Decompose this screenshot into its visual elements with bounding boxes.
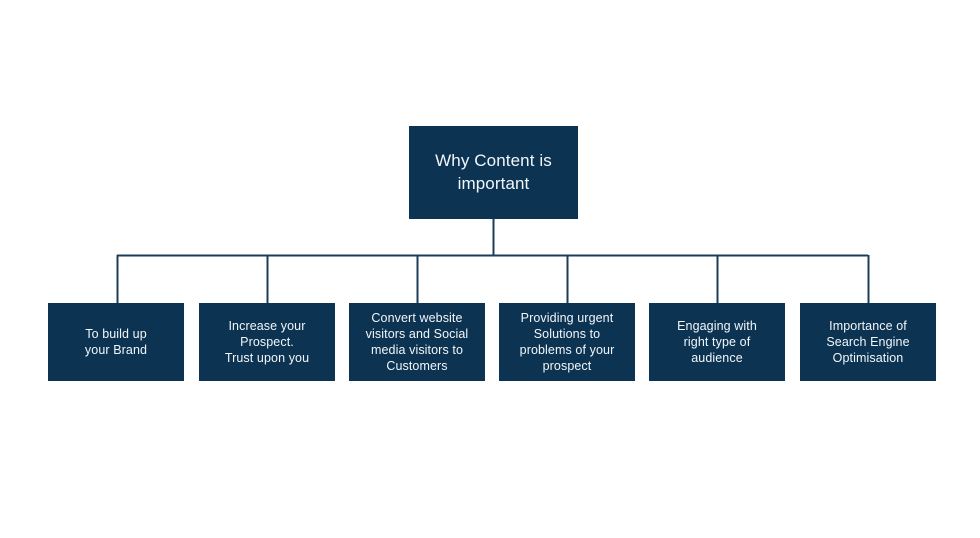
child-node-build-brand[interactable]: To build up your Brand: [48, 303, 184, 381]
root-node[interactable]: Why Content is important: [409, 126, 578, 219]
child-node-increase-prospect-trust[interactable]: Increase your Prospect. Trust upon you: [199, 303, 335, 381]
child-node-providing-urgent-solutions[interactable]: Providing urgent Solutions to problems o…: [499, 303, 635, 381]
child-node-convert-visitors-customers[interactable]: Convert website visitors and Social medi…: [349, 303, 485, 381]
child-node-search-engine-optimisation[interactable]: Importance of Search Engine Optimisation: [800, 303, 936, 381]
child-node-engaging-right-audience[interactable]: Engaging with right type of audience: [649, 303, 785, 381]
